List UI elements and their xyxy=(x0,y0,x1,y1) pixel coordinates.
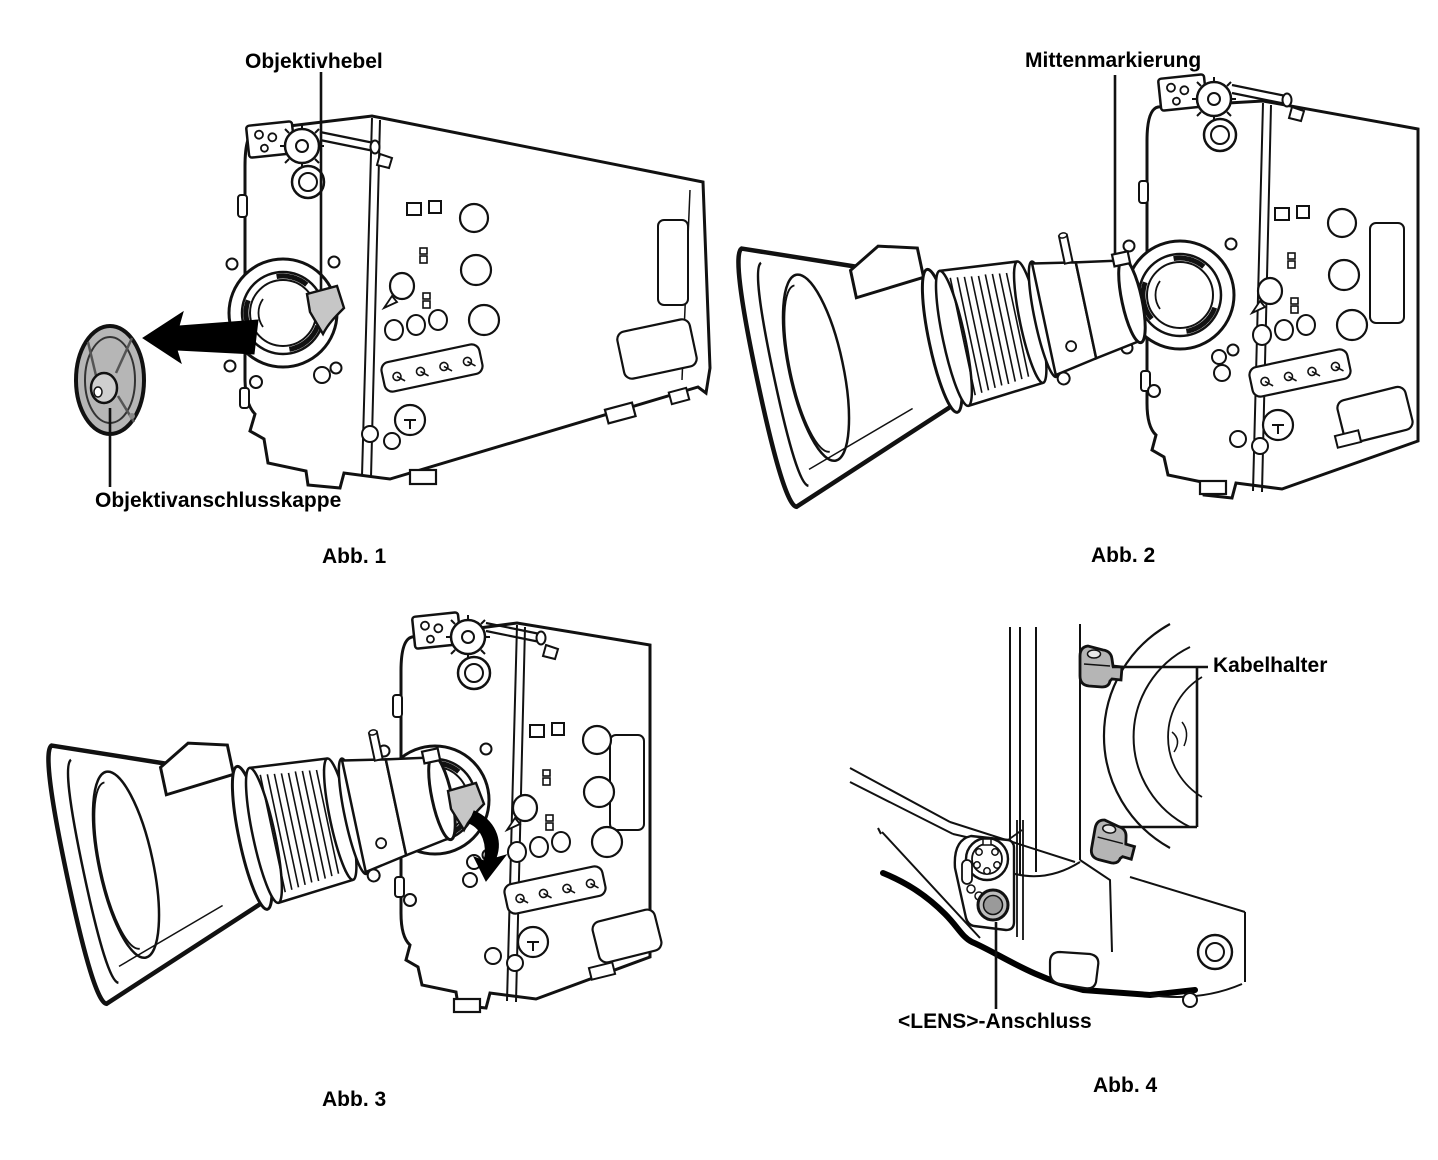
caption-abb1: Abb. 1 xyxy=(322,545,387,568)
label-lens-anschluss: <LENS>-Anschluss xyxy=(898,1010,1092,1033)
figure-abb2-illustration xyxy=(730,72,1420,535)
connector-plate xyxy=(953,829,1023,932)
lens-lever-shape xyxy=(305,284,346,337)
camera-body-illustration xyxy=(1122,72,1420,500)
label-objektivhebel: Objektivhebel xyxy=(245,50,383,73)
label-mittenmarkierung: Mittenmarkierung xyxy=(1025,49,1202,72)
bracket-line-kabelhalter xyxy=(1112,665,1208,829)
label-objektivanschlusskappe: Objektivanschlusskappe xyxy=(95,489,342,512)
label-kabelhalter: Kabelhalter xyxy=(1213,654,1328,677)
camera-body-illustration xyxy=(377,610,663,1014)
figure-abb1-illustration xyxy=(74,72,712,490)
caption-abb2: Abb. 2 xyxy=(1091,544,1156,567)
caption-abb3: Abb. 3 xyxy=(322,1088,387,1111)
figure-abb4-illustration xyxy=(849,623,1246,1009)
caption-abb4: Abb. 4 xyxy=(1093,1074,1158,1097)
camera-body-illustration xyxy=(225,114,712,490)
figure-abb3-illustration xyxy=(50,610,663,1014)
camera-side-closeup-illustration xyxy=(849,623,1246,1008)
removal-direction-arrow-icon xyxy=(142,310,259,365)
lens-illustration xyxy=(730,169,1169,509)
heavy-body-outline xyxy=(880,870,1198,999)
lens-mount-cap-illustration xyxy=(74,324,146,436)
rotation-direction-arrow-icon xyxy=(468,810,508,882)
